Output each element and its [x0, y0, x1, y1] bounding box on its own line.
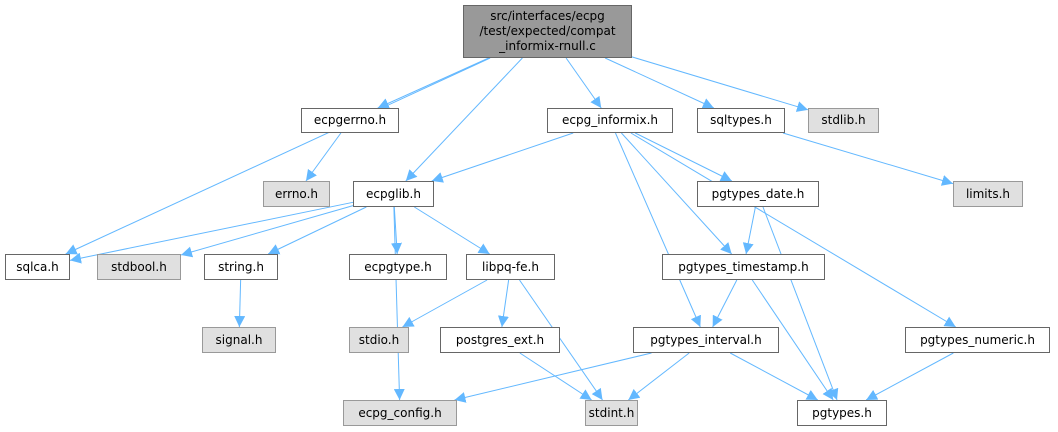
node-pgtypes-date-h[interactable]: pgtypes_date.h [697, 181, 819, 207]
edge-root-to-ecpg_informix [565, 57, 602, 109]
node-pgtypes-h[interactable]: pgtypes.h [797, 400, 887, 426]
edge-ecpgerrno-to-errno [305, 132, 342, 182]
edge-sqltypes-to-limits [782, 132, 954, 186]
node-ecpgerrno-h[interactable]: ecpgerrno.h [301, 108, 399, 133]
edge-libpqfe-to-stdio [402, 279, 488, 328]
edge-root-to-ecpglib [405, 57, 523, 182]
node-stdint-h: stdint.h [585, 400, 638, 426]
edge-root-to-stdlib [631, 56, 809, 112]
edge-root-to-sqlca [65, 57, 491, 255]
root-label-line-1: src/interfaces/ecpg [490, 9, 605, 23]
edge-root-to-sqltypes [604, 57, 715, 109]
node-stdio-h: stdio.h [349, 327, 409, 353]
node-errno-h: errno.h [263, 181, 330, 207]
edge-ecpg_informix-to-pgtypes_timestamp [621, 132, 733, 255]
edge-ecpglib-to-string [267, 206, 367, 255]
root-label-line-3: _informix-rnull.c [499, 39, 596, 53]
node-libpq-fe-h[interactable]: libpq-fe.h [466, 254, 555, 280]
edge-pgtypes_timestamp-to-pgtypes [751, 279, 834, 401]
edge-ecpglib-to-ecpgtype [391, 206, 403, 255]
node-pgtypes-interval-h[interactable]: pgtypes_interval.h [633, 327, 779, 353]
edge-pgtypes_interval-to-ecpg_config [454, 352, 652, 403]
edge-ecpg_informix-to-pgtypes_numeric [630, 132, 956, 328]
edge-pgtypes_timestamp-to-pgtypes_interval [712, 279, 738, 328]
edge-ecpglib-to-stdbool [180, 205, 354, 258]
node-pgtypes-numeric-h[interactable]: pgtypes_numeric.h [905, 327, 1050, 353]
edge-ecpg_informix-to-pgtypes_date [634, 132, 733, 182]
edge-libpqfe-to-postgres_ext [497, 279, 510, 328]
node-pgtypes-timestamp-h[interactable]: pgtypes_timestamp.h [662, 254, 825, 280]
edge-pgtypes_interval-to-pgtypes [729, 352, 819, 401]
edge-postgres_ext-to-stdint [519, 352, 592, 401]
node-sqlca-h[interactable]: sqlca.h [5, 254, 70, 280]
edge-pgtypes_date-to-pgtypes_timestamp [742, 206, 756, 255]
edge-ecpg_informix-to-pgtypes_interval [615, 132, 701, 328]
node-stdlib-h: stdlib.h [808, 108, 879, 133]
edge-pgtypes_date-to-pgtypes [762, 206, 839, 401]
edge-ecpglib-to-libpqfe [414, 206, 490, 255]
node-ecpglib-h[interactable]: ecpglib.h [353, 181, 434, 207]
edge-ecpg_informix-to-ecpglib [431, 132, 574, 183]
edge-pgtypes_interval-to-stdint [628, 352, 690, 401]
edge-ecpglib-to-ecpg_config [393, 206, 405, 401]
node-root-file[interactable]: src/interfaces/ecpg /test/expected/compa… [463, 5, 632, 58]
node-stdbool-h: stdbool.h [97, 254, 181, 280]
node-sqltypes-h[interactable]: sqltypes.h [697, 108, 785, 133]
edge-string-to-signal [234, 279, 246, 328]
node-ecpgtype-h[interactable]: ecpgtype.h [349, 254, 447, 280]
root-label-line-2: /test/expected/compat [479, 24, 616, 38]
node-string-h[interactable]: string.h [204, 254, 278, 280]
edge-root-to-ecpgerrno [377, 57, 489, 109]
node-signal-h: signal.h [202, 327, 276, 353]
edge-ecpglib-to-sqlca [69, 201, 354, 264]
edge-libpqfe-to-stdint [519, 279, 603, 401]
node-postgres-ext-h[interactable]: postgres_ext.h [440, 327, 560, 353]
node-ecpg-informix-h[interactable]: ecpg_informix.h [547, 108, 673, 133]
node-ecpg-config-h: ecpg_config.h [343, 400, 457, 426]
edge-pgtypes_numeric-to-pgtypes [865, 352, 954, 401]
node-limits-h: limits.h [953, 181, 1023, 207]
